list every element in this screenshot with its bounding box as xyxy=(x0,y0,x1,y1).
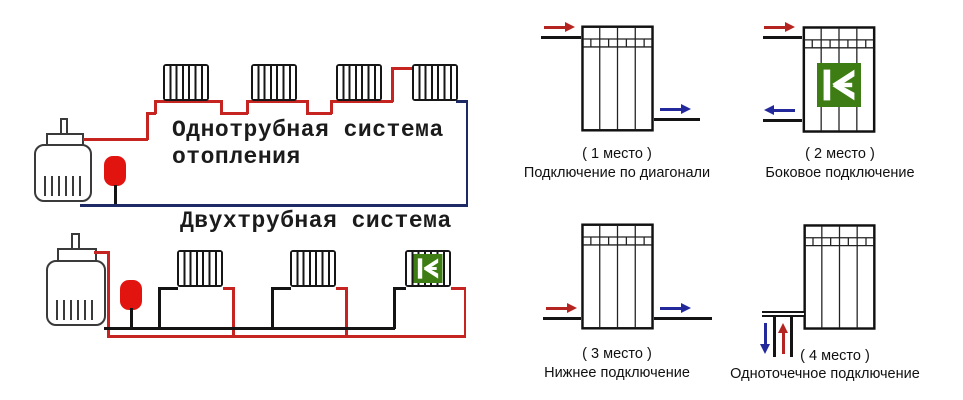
supply-pipe xyxy=(220,112,248,115)
radiator xyxy=(177,250,223,287)
flow-down-arrow-icon xyxy=(760,323,770,354)
supply-pipe xyxy=(154,100,157,114)
title-line2: отопления xyxy=(172,144,301,170)
boiler-grille xyxy=(44,176,82,196)
inlet-pipe xyxy=(541,36,581,39)
outlet-pipe xyxy=(654,118,700,121)
supply-pipe xyxy=(463,287,466,337)
tank-pipe xyxy=(114,185,117,206)
supply-pipe xyxy=(83,138,148,141)
radiator xyxy=(412,64,458,101)
return-pipe xyxy=(393,287,396,329)
return-pipe xyxy=(271,287,291,290)
panel-label: Подключение по диагонали xyxy=(523,165,711,181)
supply-pipe xyxy=(94,251,110,254)
supply-pipe xyxy=(107,251,110,337)
radiator xyxy=(163,64,209,101)
riser-pipe xyxy=(790,317,793,357)
supply-pipe xyxy=(330,100,333,114)
supply-pipe xyxy=(345,287,348,337)
supply-pipe xyxy=(107,335,466,338)
tank-pipe xyxy=(130,308,133,329)
return-pipe xyxy=(158,287,178,290)
supply-pipe xyxy=(391,67,394,102)
return-pipe xyxy=(158,287,161,329)
panel-place: ( 3 место ) xyxy=(582,346,652,362)
radiator xyxy=(251,64,297,101)
supply-pipe xyxy=(223,287,235,290)
outlet-pipe xyxy=(763,119,802,122)
connection-bar xyxy=(762,311,804,317)
return-pipe xyxy=(465,100,468,206)
radiator xyxy=(336,64,382,101)
radiator xyxy=(290,250,336,287)
boiler-grille xyxy=(56,300,96,320)
supply-pipe xyxy=(306,100,309,114)
supply-pipe xyxy=(336,287,348,290)
return-pipe xyxy=(104,327,395,330)
riser-pipe xyxy=(773,317,776,357)
supply-pipe xyxy=(330,100,393,103)
return-pipe xyxy=(80,204,468,207)
flow-out-arrow-icon xyxy=(660,303,691,313)
expansion-tank-icon xyxy=(104,156,126,186)
return-pipe xyxy=(456,100,468,103)
supply-pipe xyxy=(146,113,149,140)
supply-pipe xyxy=(220,100,223,114)
title-line1: Однотрубная система xyxy=(172,117,444,143)
panel-radiator xyxy=(803,224,876,330)
supply-pipe xyxy=(451,287,465,290)
supply-pipe xyxy=(232,287,235,337)
panel-radiator xyxy=(581,25,654,132)
panel-place: ( 4 место ) xyxy=(800,348,870,364)
supply-pipe xyxy=(391,67,414,70)
flow-in-arrow-icon xyxy=(546,303,577,313)
flow-up-arrow-icon xyxy=(778,323,788,354)
panel-label: Нижнее подключение xyxy=(544,365,690,381)
outlet-pipe xyxy=(654,317,712,320)
panel-place: ( 2 место ) xyxy=(805,146,875,162)
supply-pipe xyxy=(246,100,308,103)
boiler-icon xyxy=(46,260,106,326)
brand-logo-icon xyxy=(817,63,861,107)
inlet-pipe xyxy=(543,317,581,320)
supply-pipe xyxy=(306,112,332,115)
brand-logo-icon xyxy=(413,254,443,283)
panel-radiator xyxy=(581,223,654,330)
supply-pipe xyxy=(146,112,156,115)
panel-place: ( 1 место ) xyxy=(582,146,652,162)
flow-out-arrow-icon xyxy=(764,105,795,115)
panel-label: Боковое подключение xyxy=(765,165,915,181)
flow-in-arrow-icon xyxy=(764,22,795,32)
boiler-icon xyxy=(34,144,92,202)
flow-out-arrow-icon xyxy=(660,104,691,114)
supply-pipe xyxy=(246,100,249,114)
expansion-tank-icon xyxy=(120,280,142,310)
return-pipe xyxy=(271,287,274,329)
inlet-pipe xyxy=(763,36,802,39)
panel-label: Одноточечное подключение xyxy=(730,366,920,382)
two-pipe-title: Двухтрубная система xyxy=(180,208,452,234)
return-pipe xyxy=(393,287,406,290)
supply-pipe xyxy=(154,100,222,103)
flow-in-arrow-icon xyxy=(544,22,575,32)
